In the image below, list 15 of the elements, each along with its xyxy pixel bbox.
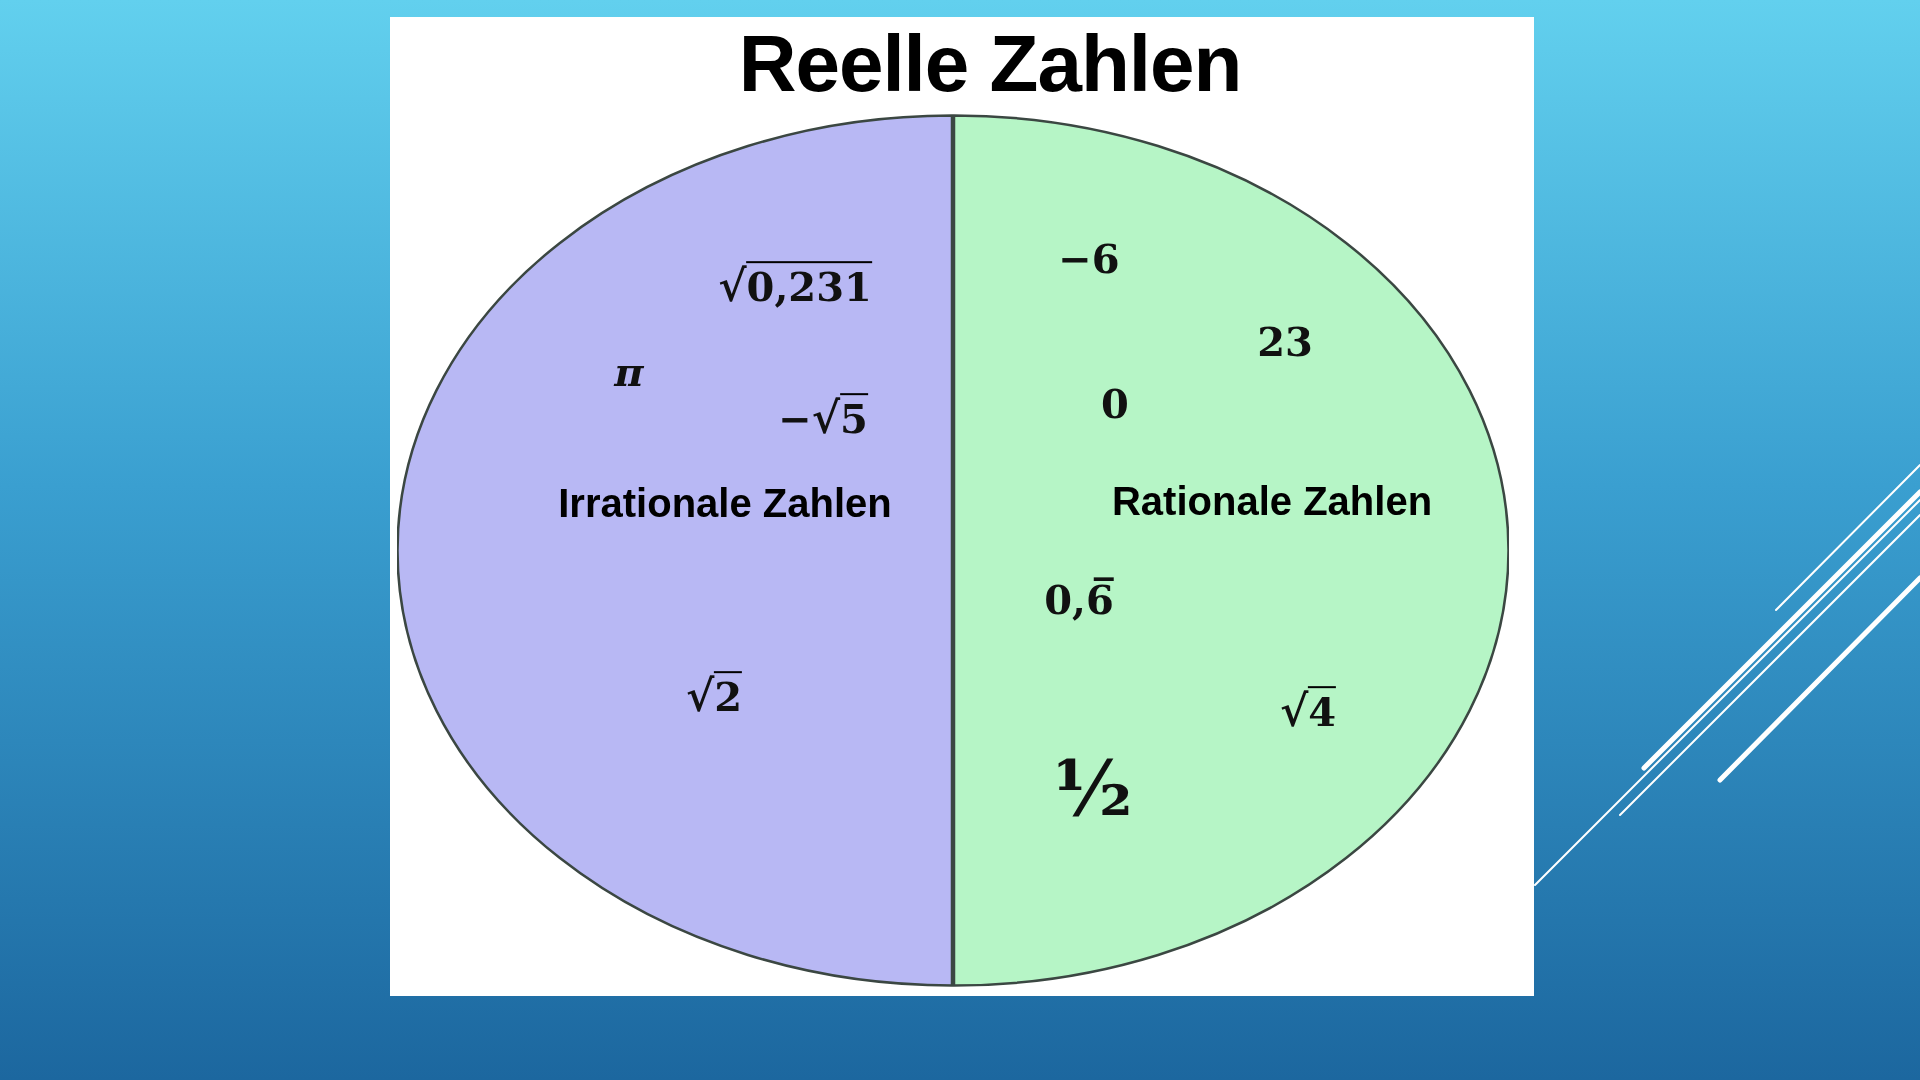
fraction: ½ [1053,746,1133,834]
math-expression: −√5 [778,393,868,443]
math-expression: 0 [1101,381,1129,427]
set-label: Irrationale Zahlen [558,480,892,526]
math-expression: 0,6̅ [1044,577,1114,623]
math-symbol: π [614,349,644,395]
math-expression: √0,231 [718,261,872,311]
title: Reelle Zahlen [738,22,1242,106]
half-ellipse-region [953,114,1509,987]
math-expression: √4 [1279,686,1337,736]
math-expression: 23 [1257,319,1313,365]
math-expression: −6 [1058,236,1120,282]
half-ellipse-region [397,114,953,987]
math-expression: √2 [685,671,743,721]
set-label: Rationale Zahlen [1111,478,1433,524]
